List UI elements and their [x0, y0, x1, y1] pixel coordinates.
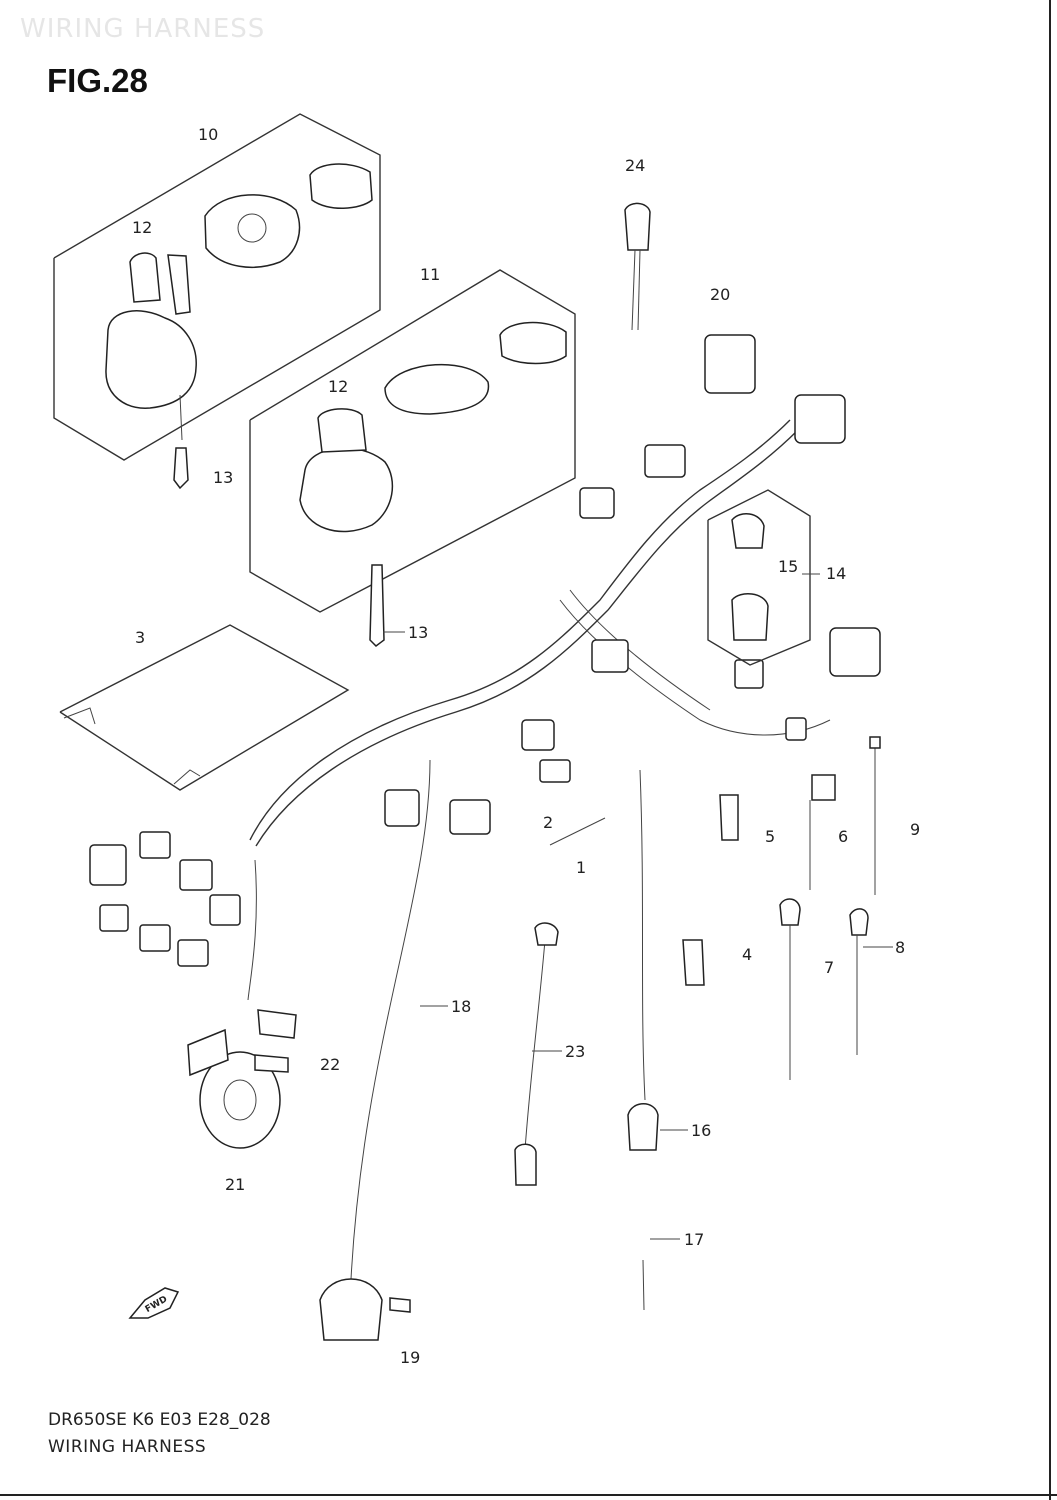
page-border-right: [1049, 0, 1051, 1500]
callout-19: 19: [400, 1348, 420, 1367]
page-border-bottom: [0, 1494, 1057, 1496]
callout-13-lower: 13: [408, 623, 428, 642]
callouts: 10 12 11 12 13 13 3 24 20 15 14 2 1 5 6 …: [132, 125, 920, 1367]
callout-14: 14: [826, 564, 846, 583]
callout-13-upper: 13: [213, 468, 233, 487]
callout-2: 2: [543, 813, 553, 832]
callout-22: 22: [320, 1055, 340, 1074]
callout-3: 3: [135, 628, 145, 647]
callout-4: 4: [742, 945, 752, 964]
figure-title: FIG.28: [47, 62, 148, 99]
callout-9: 9: [910, 820, 920, 839]
diagram-title: WIRING HARNESS: [48, 1437, 207, 1457]
header-watermark: WIRING HARNESS: [20, 14, 266, 44]
fwd-arrow-icon: FWD: [128, 1287, 180, 1319]
manual-sheet: [59, 624, 350, 791]
callout-11: 11: [420, 265, 440, 284]
callout-16: 16: [691, 1121, 711, 1140]
callout-7: 7: [824, 958, 834, 977]
callout-17: 17: [684, 1230, 704, 1249]
callout-12-upper: 12: [132, 218, 152, 237]
callout-15: 15: [778, 557, 798, 576]
callout-23: 23: [565, 1042, 585, 1061]
sensors-group: [319, 922, 659, 1341]
callout-10: 10: [198, 125, 218, 144]
ignition-switch-set-box: [53, 113, 381, 490]
relay-box: [707, 489, 811, 666]
main-harness: [89, 334, 881, 1301]
callout-20: 20: [710, 285, 730, 304]
callout-21: 21: [225, 1175, 245, 1194]
callout-12-lower: 12: [328, 377, 348, 396]
callout-8: 8: [895, 938, 905, 957]
callout-6: 6: [838, 827, 848, 846]
horn-part: [187, 1009, 297, 1149]
diagram-code: DR650SE K6 E03 E28_028: [48, 1410, 271, 1430]
callout-24: 24: [625, 156, 645, 175]
fuse-part: [624, 202, 651, 331]
callout-18: 18: [451, 997, 471, 1016]
clamps-group: [682, 736, 881, 1080]
callout-5: 5: [765, 827, 775, 846]
callout-1: 1: [576, 858, 586, 877]
leader-lines: [383, 573, 893, 1240]
ignition-switch-set-box-2: [249, 269, 576, 647]
